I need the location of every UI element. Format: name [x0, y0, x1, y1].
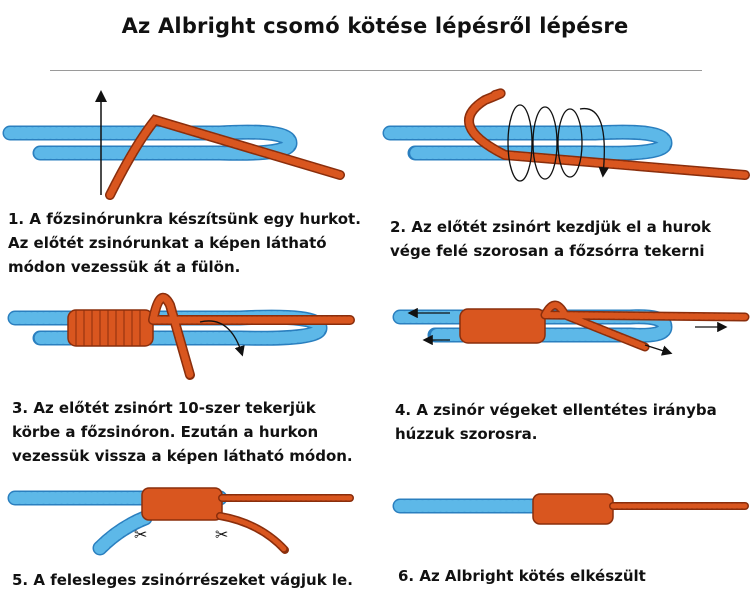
step-4-line-1: 4. A zsinór végeket ellentétes irányba [395, 401, 717, 419]
main-line-loop [2, 124, 298, 161]
step-4-illustration [392, 300, 750, 356]
step-5-caption: 5. A felesleges zsinórrészeket vágjuk le… [12, 568, 372, 592]
wrap-ridges [75, 310, 141, 346]
down-arrow-icon [579, 107, 609, 178]
step-3-caption: 3. Az előtét zsinórt 10-szer tekerjük kö… [12, 396, 372, 468]
step-3-line-3: vezessük vissza a képen látható módon. [12, 447, 353, 465]
leader-line [464, 88, 750, 180]
right-arrow-icon [644, 344, 673, 356]
step-2-illustration [382, 88, 750, 182]
leader-wraps [459, 308, 546, 344]
leader-wraps [141, 487, 223, 521]
step-3-line-2: körbe a főzsinóron. Ezután a hurkon [12, 423, 319, 441]
leader-line [216, 494, 354, 554]
step-5-illustration: ✂ ✂ [7, 487, 354, 556]
leader-wraps [532, 493, 614, 525]
step-6-line-1: 6. Az Albright kötés elkészült [398, 567, 646, 585]
step-6-illustration [392, 493, 749, 525]
scissors-icon: ✂ [134, 525, 147, 544]
step-1-line-2: Az előtét zsinórunkat a képen látható [8, 234, 327, 252]
step-1-caption: 1. A főzsinórunkra készítsünk egy hurkot… [8, 207, 368, 279]
step-4-caption: 4. A zsinór végeket ellentétes irányba h… [395, 398, 750, 446]
scissors-icon: ✂ [215, 525, 228, 544]
leader-line [540, 300, 750, 352]
leader-line [148, 292, 355, 380]
step-1-line-1: 1. A főzsinórunkra készítsünk egy hurkot… [8, 210, 361, 228]
step-4-line-2: húzzuk szorosra. [395, 425, 538, 443]
step-1-illustration [2, 90, 345, 200]
page-title: Az Albright csomó kötése lépésről lépésr… [121, 14, 629, 38]
step-2-line-1: 2. Az előtét zsinórt kezdjük el a hurok [390, 218, 711, 236]
leader-line [105, 114, 345, 200]
step-3-illustration [7, 292, 355, 380]
title-divider [50, 70, 702, 71]
step-3-line-1: 3. Az előtét zsinórt 10-szer tekerjük [12, 399, 316, 417]
step-6-caption: 6. Az Albright kötés elkészült [398, 564, 750, 588]
down-arrow-icon [199, 320, 245, 357]
step-1-line-3: módon vezessük át a fülön. [8, 258, 241, 276]
main-line-loop [382, 124, 673, 161]
step-5-line-1: 5. A felesleges zsinórrészeket vágjuk le… [12, 571, 353, 589]
step-2-caption: 2. Az előtét zsinórt kezdjük el a hurok … [390, 215, 750, 263]
step-2-line-2: vége felé szorosan a főzsórra tekerni [390, 242, 705, 260]
wraps [507, 104, 583, 182]
